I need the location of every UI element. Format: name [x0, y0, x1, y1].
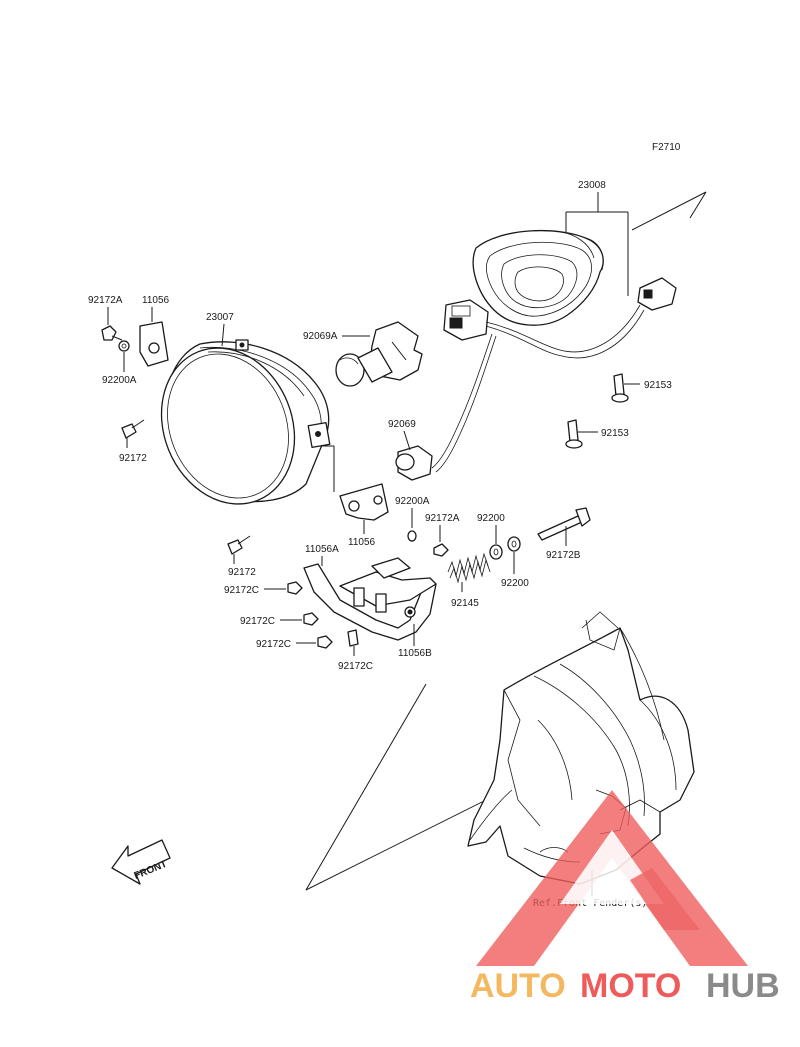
- label-92172A-top: 92172A: [88, 295, 123, 306]
- screw-92172C-a: 92172C: [224, 581, 303, 596]
- screw-92172C-d: 92172C: [338, 629, 373, 672]
- bolt-92153-a: 92153: [611, 373, 672, 403]
- label-92172C-a: 92172C: [224, 585, 259, 596]
- label-92172-low: 92172: [228, 567, 256, 578]
- label-23007: 23007: [206, 312, 234, 323]
- watermark-hub: HUB: [706, 967, 780, 1005]
- label-92172C-b: 92172C: [240, 616, 275, 627]
- headlight-boot-23008: [472, 229, 604, 326]
- bolt-92172B: 92172B: [537, 507, 591, 561]
- label-11056-top: 11056: [142, 295, 170, 306]
- label-92200-a: 92200: [477, 513, 505, 524]
- figure-code: F2710: [652, 142, 681, 153]
- label-92200-b: 92200: [501, 578, 529, 589]
- bulb-92069A: 92069A: [303, 321, 423, 387]
- bolt-92153-b: 92153: [565, 419, 629, 449]
- label-92172C-c: 92172C: [256, 639, 291, 650]
- label-92153-b: 92153: [601, 428, 629, 439]
- bracket-11056-mid: 11056: [322, 445, 389, 548]
- front-arrow: FRONT: [111, 839, 171, 885]
- screw-92172C-c: 92172C: [256, 635, 333, 650]
- leader-23008: 23008: [565, 180, 707, 296]
- label-92145: 92145: [451, 598, 479, 609]
- label-92172C-d: 92172C: [338, 661, 373, 672]
- label-92172A-mid: 92172A: [425, 513, 460, 524]
- label-92172B: 92172B: [546, 550, 581, 561]
- bulb-socket-92069: 92069: [388, 419, 433, 481]
- bolt-92172A-top: 92172A: [88, 295, 123, 341]
- screw-92172-left: 92172: [119, 419, 147, 464]
- washer-92200A-left: 92200A: [102, 340, 137, 386]
- label-11056-mid: 11056: [348, 537, 376, 548]
- washer-92200-b: 92200: [501, 536, 529, 589]
- wiring-harness: [431, 277, 677, 473]
- label-92172-left: 92172: [119, 453, 147, 464]
- washer-92200-a: 92200: [477, 513, 505, 560]
- label-92069A: 92069A: [303, 331, 338, 342]
- watermark-text: AUTO MOTO HUB: [470, 967, 780, 1005]
- washer-92200A-mid: 92200A: [395, 496, 430, 542]
- label-11056B: 11056B: [398, 648, 432, 659]
- label-92153-a: 92153: [644, 380, 672, 391]
- watermark-logo: [476, 790, 748, 966]
- label-23008: 23008: [578, 180, 606, 191]
- label-92069: 92069: [388, 419, 416, 430]
- bracket-11056-top: 11056: [139, 295, 170, 367]
- headlight-unit-23007: 23007: [160, 312, 331, 505]
- spring-92145: 92145: [447, 552, 491, 609]
- bracket-assembly-11056A-11056B: 11056A 11056B: [303, 544, 437, 659]
- watermark-moto: MOTO: [580, 967, 681, 1005]
- label-92200A-left: 92200A: [102, 375, 137, 386]
- screw-92172A-mid: 92172A: [425, 513, 460, 557]
- screw-92172C-b: 92172C: [240, 612, 319, 627]
- watermark-auto: AUTO: [470, 967, 566, 1005]
- label-11056A: 11056A: [305, 544, 339, 555]
- label-92200A-mid: 92200A: [395, 496, 430, 507]
- screw-92172-low: 92172: [227, 535, 256, 578]
